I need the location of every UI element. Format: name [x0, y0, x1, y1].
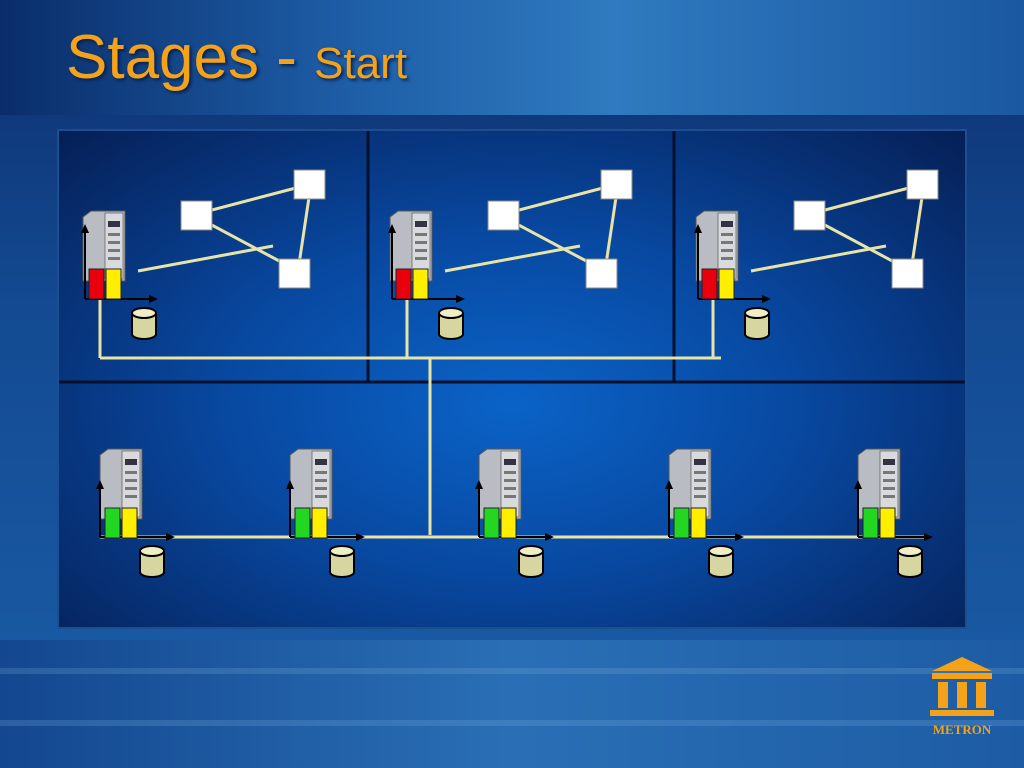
database-icon: [131, 307, 157, 340]
axis-arrow-head: [924, 533, 933, 541]
status-block-yellow: [500, 507, 517, 539]
axis-arrow-head: [388, 224, 396, 233]
axis-arrow-head: [475, 480, 483, 489]
status-block-yellow: [105, 268, 122, 300]
header-band: [0, 0, 1024, 115]
axis-arrow-head: [149, 295, 158, 303]
node-box-icon: [891, 258, 924, 289]
axis-arrow-head: [762, 295, 771, 303]
node-box-icon: [585, 258, 618, 289]
node-box-icon: [600, 169, 633, 200]
server-icon: [289, 448, 333, 520]
status-block-green: [862, 507, 879, 539]
server-icon: [478, 448, 522, 520]
status-block-yellow: [412, 268, 429, 300]
cluster-link-line: [499, 182, 619, 217]
database-icon: [744, 307, 770, 340]
status-block-red: [395, 268, 412, 300]
axis-arrow-head: [81, 224, 89, 233]
server-icon: [695, 210, 739, 282]
database-icon: [708, 545, 734, 578]
slide-title: Stages - Start: [66, 22, 407, 93]
database-icon: [329, 545, 355, 578]
server-icon: [389, 210, 433, 282]
axis-arrow-head: [456, 295, 465, 303]
cluster-link-line: [192, 182, 312, 217]
axis-arrow-head: [735, 533, 744, 541]
status-block-yellow: [690, 507, 707, 539]
status-block-green: [104, 507, 121, 539]
database-icon: [897, 545, 923, 578]
axis-arrow-head: [96, 480, 104, 489]
title-sub: Start: [314, 39, 408, 88]
server-icon: [668, 448, 712, 520]
cluster-link-line: [805, 182, 925, 217]
status-block-green: [483, 507, 500, 539]
status-block-green: [673, 507, 690, 539]
status-block-yellow: [718, 268, 735, 300]
axis-arrow-head: [356, 533, 365, 541]
status-block-red: [88, 268, 105, 300]
database-icon: [139, 545, 165, 578]
node-box-icon: [278, 258, 311, 289]
node-box-icon: [180, 200, 213, 231]
node-box-icon: [793, 200, 826, 231]
axis-arrow-head: [694, 224, 702, 233]
footer-band: [0, 640, 1024, 768]
database-icon: [518, 545, 544, 578]
cluster-link-line: [137, 244, 274, 273]
node-box-icon: [293, 169, 326, 200]
diagram-panel: [59, 131, 965, 627]
footer-stripe: [0, 720, 1024, 726]
cluster-link-line: [750, 244, 887, 273]
stages-diagram: [59, 131, 965, 578]
axis-arrow-head: [665, 480, 673, 489]
database-icon: [438, 307, 464, 340]
status-block-yellow: [121, 507, 138, 539]
status-block-yellow: [879, 507, 896, 539]
logo-text: METRON: [932, 722, 992, 737]
node-box-icon: [906, 169, 939, 200]
server-icon: [99, 448, 143, 520]
title-main: Stages -: [66, 23, 315, 92]
status-block-green: [294, 507, 311, 539]
node-box-icon: [487, 200, 520, 231]
footer-stripe: [0, 668, 1024, 674]
status-block-yellow: [311, 507, 328, 539]
axis-arrow-head: [545, 533, 554, 541]
status-block-red: [701, 268, 718, 300]
axis-arrow-head: [286, 480, 294, 489]
axis-arrow-head: [166, 533, 175, 541]
server-icon: [857, 448, 901, 520]
cluster-link-line: [444, 244, 581, 273]
axis-arrow-head: [854, 480, 862, 489]
metron-logo-icon: [930, 657, 994, 716]
